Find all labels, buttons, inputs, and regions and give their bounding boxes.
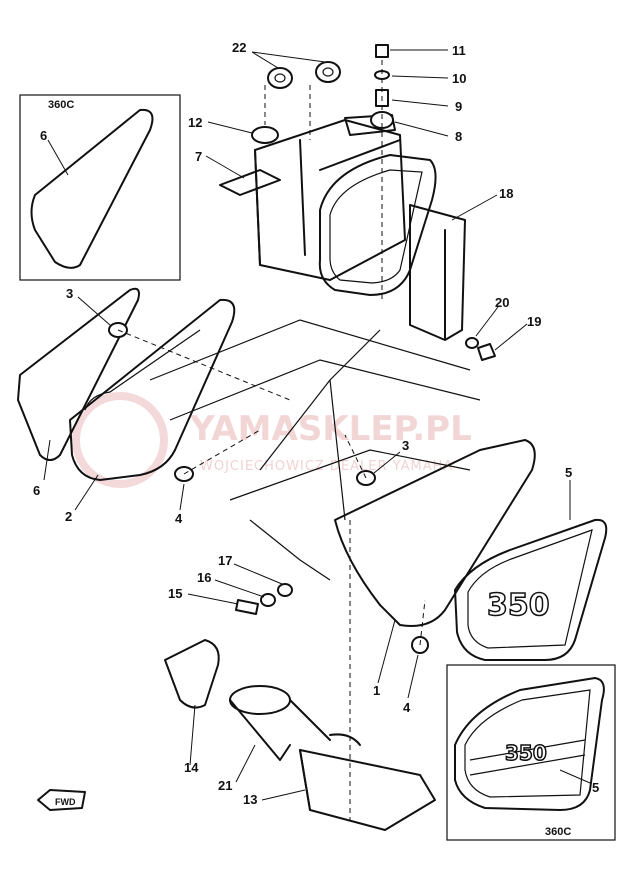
emblem-badge-text: 350 [487, 588, 550, 623]
callout-9: 9 [455, 99, 462, 114]
callout-20: 20 [495, 295, 509, 310]
left-side-cover [17, 287, 236, 482]
leader-lines [43, 49, 591, 801]
air-filter-assembly [164, 639, 436, 831]
callout-5-emblem: 5 [565, 465, 572, 480]
callout-7: 7 [195, 149, 202, 164]
callouts: 22 11 10 9 8 12 7 18 6 3 20 19 6 2 4 3 5… [33, 40, 599, 807]
bolt-15 [235, 599, 259, 615]
frame [149, 319, 481, 581]
callout-3-left: 3 [66, 286, 73, 301]
callout-11: 11 [452, 43, 466, 58]
washer-16 [260, 593, 276, 607]
callout-6-cover: 6 [33, 483, 40, 498]
callout-2: 2 [65, 509, 72, 524]
washer-17 [277, 583, 293, 597]
right-inset-label: 360C [545, 826, 571, 838]
callout-13: 13 [243, 792, 257, 807]
callout-1: 1 [373, 683, 380, 698]
bolt-19 [477, 343, 496, 361]
callout-15: 15 [168, 586, 182, 601]
callout-4-left: 4 [175, 511, 183, 526]
bolt-11 [375, 44, 389, 58]
washer-20 [465, 337, 479, 349]
callout-19: 19 [527, 314, 541, 329]
callout-14: 14 [184, 760, 199, 775]
callout-18: 18 [499, 186, 513, 201]
watermark: YAMASKLEP.PL WOJCIECHOWICZ DEALER YAMAHA [72, 392, 472, 488]
callout-6-inset: 6 [40, 128, 47, 143]
watermark-logo [72, 392, 168, 488]
callout-3-right: 3 [402, 438, 409, 453]
callout-21: 21 [218, 778, 232, 793]
callout-5-inset: 5 [592, 780, 599, 795]
right-side-cover: 350 [334, 439, 608, 661]
callout-16: 16 [197, 570, 211, 585]
grommet-12 [251, 126, 279, 144]
watermark-subtitle: WOJCIECHOWICZ DEALER YAMAHA [200, 459, 453, 474]
grommet-22a [267, 67, 293, 89]
callout-12: 12 [188, 115, 202, 130]
callout-17: 17 [218, 553, 232, 568]
battery-box-assembly [219, 44, 496, 361]
left-inset-label: 360C [48, 99, 74, 111]
callout-4-right: 4 [403, 700, 411, 715]
callout-22: 22 [232, 40, 246, 55]
right-inset-box: 360C 350 [446, 664, 616, 841]
alignment-lines [117, 60, 426, 820]
callout-8: 8 [455, 129, 462, 144]
callout-10: 10 [452, 71, 466, 86]
bolt-assembly [235, 583, 293, 615]
watermark-title: YAMASKLEP.PL [189, 409, 472, 449]
fwd-label: FWD [55, 797, 76, 807]
grommet-22b [315, 61, 341, 83]
fwd-arrow: FWD [37, 789, 86, 811]
left-inset-box: 360C [19, 94, 181, 281]
inset-badge-text: 350 [505, 741, 547, 765]
